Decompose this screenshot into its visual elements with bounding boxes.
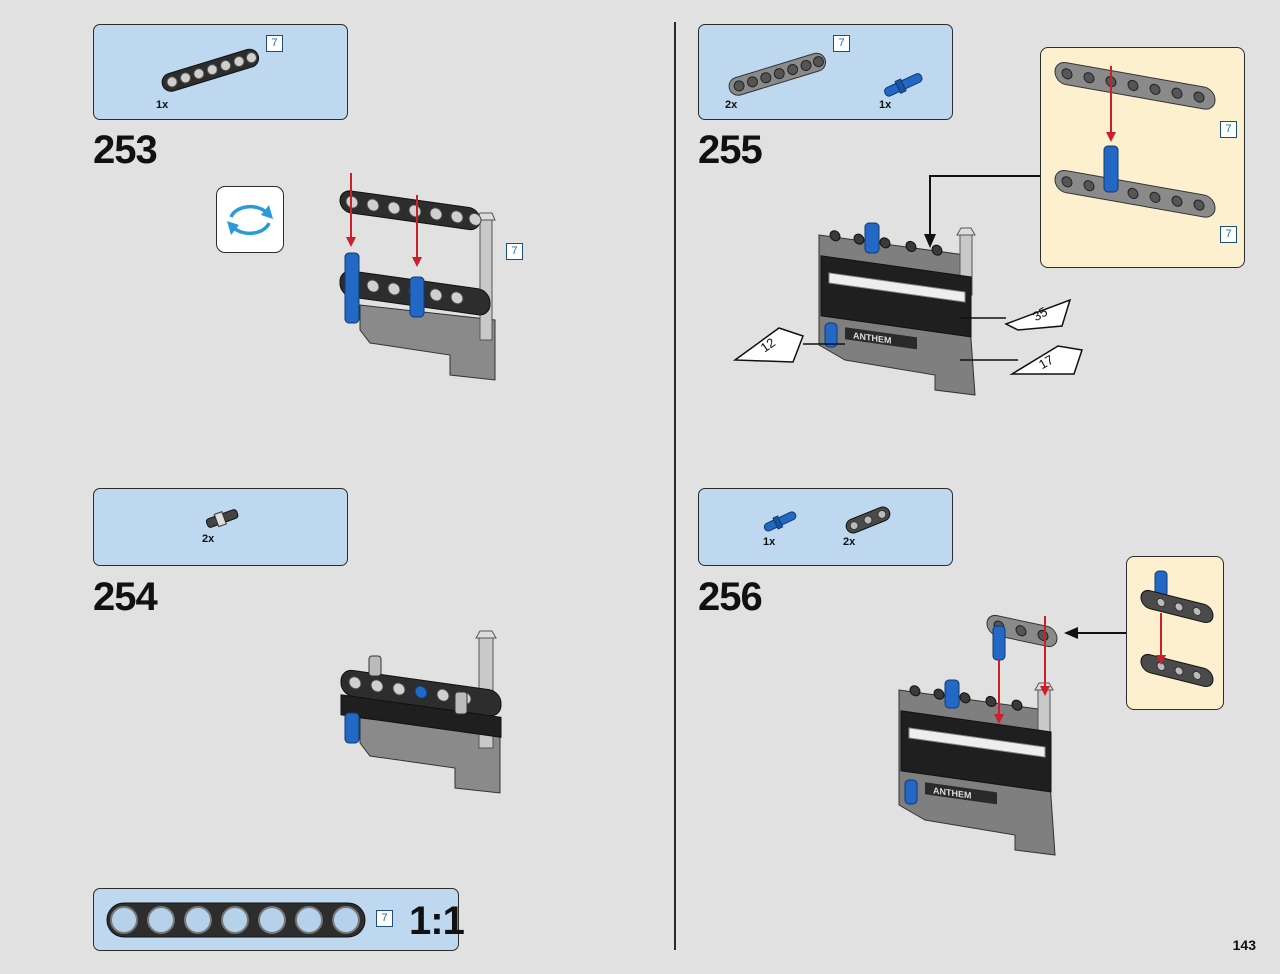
beam-7-actual-size-icon [106, 902, 366, 938]
step-253-model-illustration [339, 173, 496, 381]
part-quantity: 2x [202, 533, 215, 545]
length-badge: 7 [833, 35, 850, 52]
length-badge: 7 [266, 35, 283, 52]
part-quantity: 1x [156, 99, 169, 111]
part-quantity: 1x [763, 536, 776, 548]
blue-pin-part-icon [884, 73, 923, 97]
subassembly-callout-256 [1126, 556, 1224, 710]
sticker-12-callout: 12 [732, 327, 845, 363]
ruler-length-badge: 7 [376, 910, 393, 927]
parts-callout-255: 2x 7 1x [698, 24, 953, 120]
step-number-253: 253 [93, 128, 158, 172]
part-arrow-icon [924, 175, 1040, 248]
model-length-badge: 7 [506, 243, 523, 260]
step-254-model-illustration [340, 630, 502, 794]
subassembly-callout-255: 7 7 [1040, 47, 1245, 268]
rotate-model-icon [216, 186, 284, 253]
parts-callout-254: 2x [93, 488, 348, 566]
blue-pin-part-icon [763, 511, 797, 532]
part-arrow-icon [1064, 627, 1126, 639]
ruler-callout: 7 1:1 [93, 888, 465, 951]
parts-callout-253: 1x 7 [93, 24, 348, 120]
part-quantity: 2x [725, 99, 738, 111]
connector-part-icon [205, 509, 239, 528]
subassembly-length-badge: 7 [1220, 121, 1237, 138]
step-number-254: 254 [93, 575, 158, 619]
step-number-256: 256 [698, 575, 763, 619]
sticker-number: 17 [1036, 352, 1056, 372]
subassembly-length-badge: 7 [1220, 226, 1237, 243]
beam-7-part-icon [161, 48, 260, 92]
link-part-icon [845, 506, 891, 534]
part-quantity: 1x [879, 99, 892, 111]
part-quantity: 2x [843, 536, 856, 548]
subassembly-illustration [1140, 570, 1214, 687]
step-256-model-illustration: ANTHEM [898, 614, 1058, 856]
sticker-number: 35 [1030, 304, 1050, 324]
sticker-number: 12 [758, 335, 778, 356]
sticker-35-callout: 35 [960, 298, 1072, 331]
ruler-scale-label: 1:1 [409, 899, 465, 943]
grey-beam-7-part-icon [728, 52, 827, 96]
page-number: 143 [1232, 937, 1256, 953]
step-255-model-illustration: ANTHEM [818, 222, 976, 396]
step-number-255: 255 [698, 128, 763, 172]
parts-callout-256: 1x 2x [698, 488, 953, 566]
page-divider [674, 22, 676, 950]
sticker-17-callout: 17 [960, 345, 1083, 375]
subassembly-illustration [1054, 61, 1216, 218]
